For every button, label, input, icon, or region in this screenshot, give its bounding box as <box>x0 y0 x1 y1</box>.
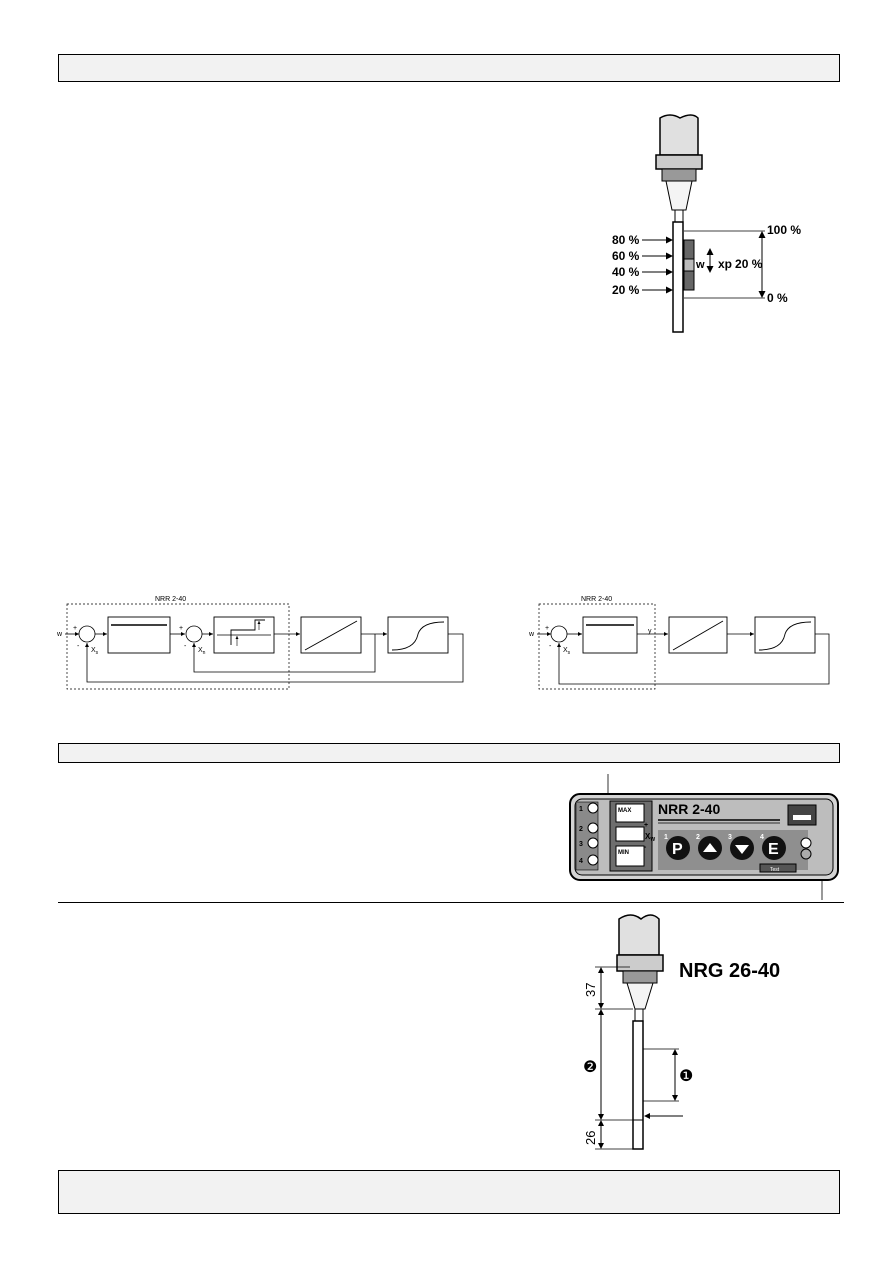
button-down[interactable]: 3 <box>728 834 754 860</box>
led-1 <box>800 837 812 849</box>
terminal-4: 4 <box>579 854 599 866</box>
marker-1: ❶ <box>679 1068 693 1085</box>
svg-text:-: - <box>644 844 647 851</box>
label-20: 20 % <box>612 283 640 297</box>
svg-text:-: - <box>77 643 80 650</box>
label-100: 100 % <box>767 223 801 237</box>
test-button[interactable] <box>759 863 797 873</box>
max-label: MAX <box>618 808 631 814</box>
svg-text:E: E <box>768 841 779 858</box>
down-arrow-icon <box>735 845 749 854</box>
svg-text:XW: XW <box>645 832 655 843</box>
probe-title: NRG 26-40 <box>679 960 780 982</box>
divider-line <box>58 902 844 903</box>
control-diagram-left: NRR 2-40 w + - Xs + - Xn <box>56 596 464 690</box>
svg-text:+: + <box>179 625 183 632</box>
section-header-box-1 <box>58 54 840 82</box>
button-p[interactable]: 1 P <box>664 834 690 860</box>
diagram-right-title: NRR 2-40 <box>581 596 612 603</box>
diagram-right-w: w <box>528 631 535 638</box>
terminal-2: 2 <box>579 822 599 834</box>
control-diagram-right: NRR 2-40 w + - Xs y <box>528 596 830 690</box>
label-40: 40 % <box>612 265 640 279</box>
svg-text:Xn: Xn <box>198 647 206 656</box>
svg-text:-: - <box>549 643 552 650</box>
diagram-left-title: NRR 2-40 <box>155 596 186 603</box>
svg-text:+: + <box>545 625 549 632</box>
label-w: w <box>695 259 705 271</box>
dim-26: 26 <box>583 1131 598 1145</box>
svg-text:3: 3 <box>728 834 732 841</box>
footer-box <box>58 1170 840 1214</box>
diagram-left-w: w <box>56 631 63 638</box>
marker-2: ❷ <box>583 1059 597 1076</box>
svg-text:4: 4 <box>760 834 764 841</box>
svg-text:1: 1 <box>579 806 583 813</box>
label-80: 80 % <box>612 233 640 247</box>
section-header-box-2 <box>58 743 840 763</box>
nrr-front-panel: 1 2 3 4 MAX MIN + XW - NRR 2-40 1 P 2 3 … <box>569 774 839 900</box>
svg-text:Xs: Xs <box>563 647 571 656</box>
led-2 <box>800 848 812 860</box>
svg-text:+: + <box>73 625 77 632</box>
svg-text:+: + <box>644 822 648 829</box>
min-label: MIN <box>618 850 629 856</box>
svg-text:4: 4 <box>579 858 583 865</box>
button-e[interactable]: 4 E <box>760 834 786 860</box>
button-up[interactable]: 2 <box>696 834 722 860</box>
svg-text:P: P <box>672 841 683 858</box>
nrg-probe-drawing: NRG 26-40 37 ❷ 26 ❶ <box>583 914 780 1150</box>
label-60: 60 % <box>612 249 640 263</box>
panel-title: NRR 2-40 <box>658 801 720 817</box>
terminal-1: 1 <box>579 802 599 814</box>
terminal-3: 3 <box>579 837 599 849</box>
svg-text:1: 1 <box>664 834 668 841</box>
svg-text:2: 2 <box>696 834 700 841</box>
label-0: 0 % <box>767 291 788 305</box>
svg-text:-: - <box>184 643 187 650</box>
svg-text:3: 3 <box>579 841 583 848</box>
up-arrow-icon <box>703 843 717 852</box>
diagram-right-y: y <box>648 628 652 635</box>
svg-text:Xs: Xs <box>91 647 99 656</box>
svg-text:2: 2 <box>579 826 583 833</box>
dim-37: 37 <box>583 983 598 997</box>
svg-text:Test: Test <box>770 867 780 873</box>
